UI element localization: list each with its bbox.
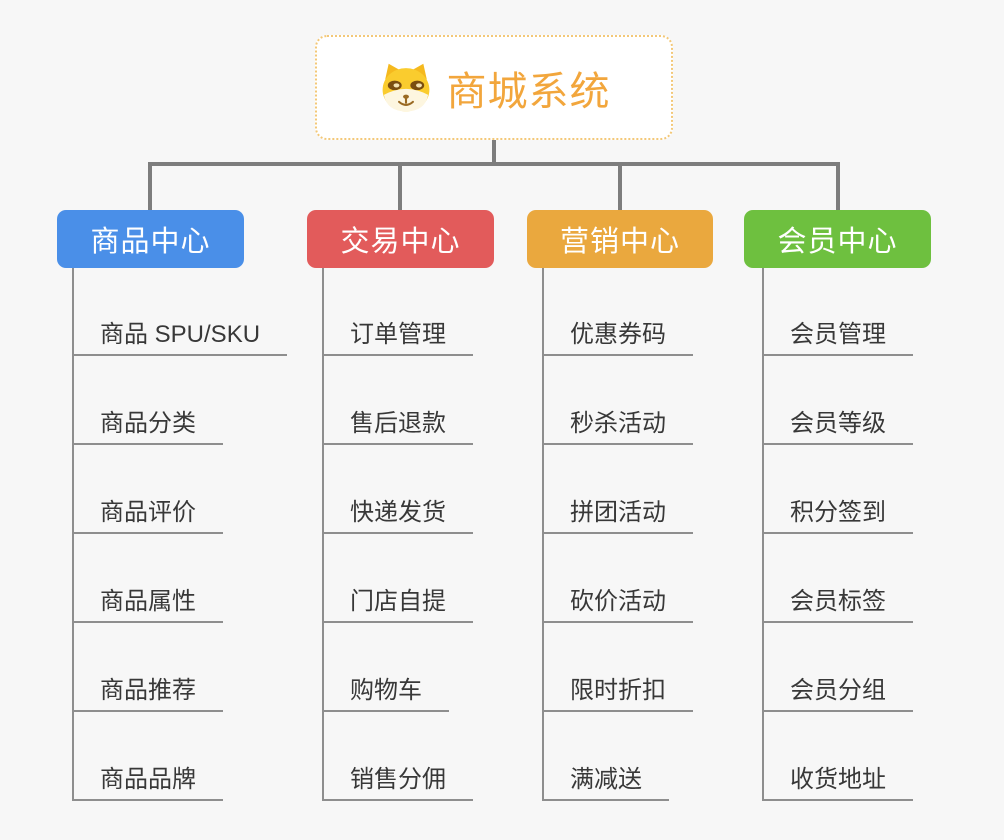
leaf-node[interactable]: 商品品牌 [72,765,223,801]
leaf-node[interactable]: 商品分类 [72,409,223,445]
leaf-node[interactable]: 会员等级 [762,409,913,445]
leaf-node[interactable]: 限时折扣 [542,676,693,712]
leaf-node[interactable]: 门店自提 [322,587,473,623]
leaf-node[interactable]: 优惠券码 [542,320,693,356]
shiba-dog-icon [378,62,434,114]
leaf-node[interactable]: 砍价活动 [542,587,693,623]
connector-bus [148,162,840,166]
connector-drop [398,164,402,210]
leaf-node[interactable]: 订单管理 [322,320,473,356]
root-node-mall-system[interactable]: 商城系统 [315,35,673,140]
branch-trunk-line [322,268,324,800]
connector-drop [836,164,840,210]
branch-trunk-line [72,268,74,800]
leaf-node[interactable]: 拼团活动 [542,498,693,534]
branch-node-product-center[interactable]: 商品中心 [57,210,244,268]
leaf-node[interactable]: 商品属性 [72,587,223,623]
root-title: 商城系统 [446,69,611,114]
leaf-node[interactable]: 收货地址 [762,765,913,801]
leaf-node[interactable]: 商品推荐 [72,676,223,712]
leaf-node[interactable]: 满减送 [542,765,669,801]
leaf-node[interactable]: 积分签到 [762,498,913,534]
leaf-node[interactable]: 会员标签 [762,587,913,623]
connector-root-stem [492,140,496,166]
leaf-node[interactable]: 商品 SPU/SKU [72,320,288,356]
leaf-node[interactable]: 会员分组 [762,676,913,712]
connector-drop [618,164,622,210]
leaf-node[interactable]: 秒杀活动 [542,409,693,445]
branch-trunk-line [762,268,764,800]
connector-drop [148,164,152,210]
leaf-node[interactable]: 快递发货 [322,498,473,534]
leaf-node[interactable]: 购物车 [322,676,449,712]
leaf-node[interactable]: 销售分佣 [322,765,473,801]
branch-node-member-center[interactable]: 会员中心 [744,210,931,268]
branch-node-trade-center[interactable]: 交易中心 [307,210,494,268]
leaf-node[interactable]: 会员管理 [762,320,913,356]
branch-node-marketing-center[interactable]: 营销中心 [527,210,713,268]
leaf-node[interactable]: 售后退款 [322,409,473,445]
branch-trunk-line [542,268,544,800]
leaf-node[interactable]: 商品评价 [72,498,223,534]
